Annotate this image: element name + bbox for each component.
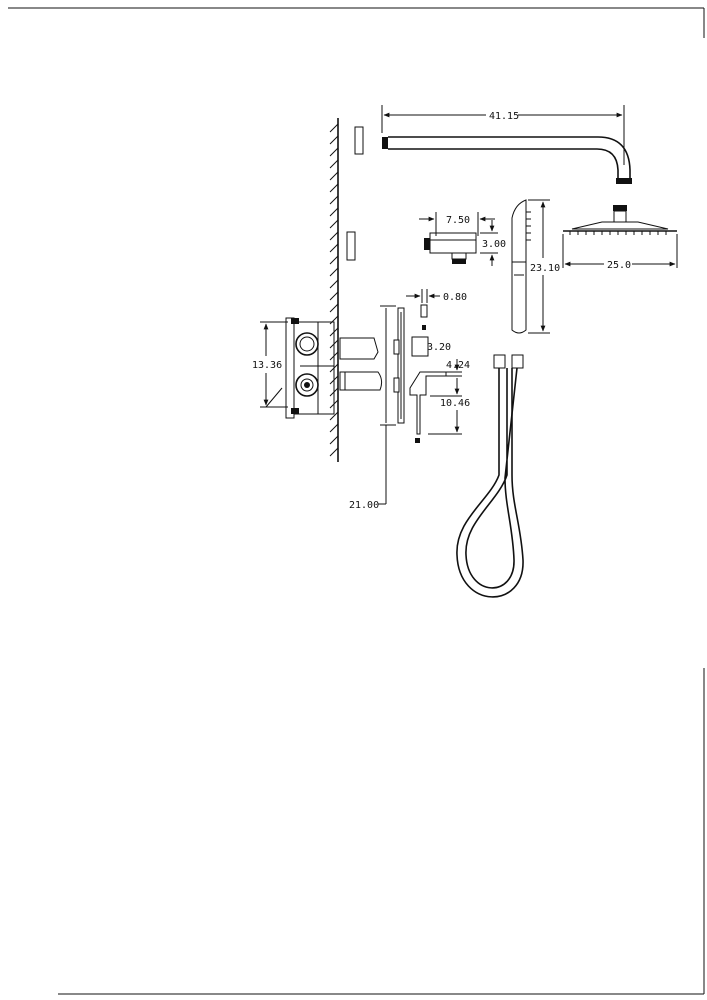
wall-hatch-line (329, 279, 339, 289)
wall-hatch-line (329, 267, 339, 277)
wall-hatch-line (329, 135, 339, 145)
trim-sleeves (339, 337, 383, 391)
wall-hatch-line (329, 207, 339, 217)
arm-length-label: 41.15 (489, 111, 519, 122)
wall-hatch-line (329, 291, 339, 301)
handle-width-label: 3.20 (427, 342, 451, 353)
plate-thickness-label: 0.80 (443, 292, 467, 303)
wall-hatch-line (329, 231, 339, 241)
valve-height-label: 13.36 (252, 360, 282, 371)
handle-square: 3.20 (411, 336, 451, 357)
wall-hatch-line (329, 423, 339, 433)
arm-length-dimension: 41.15 (381, 105, 625, 165)
outlet-height-label: 3.00 (482, 239, 506, 250)
wall-hatch-line (329, 219, 339, 229)
wall-hatch-line (329, 195, 339, 205)
hand-shower (511, 199, 531, 334)
shower-arm (382, 136, 632, 184)
wall-hatch-line (329, 183, 339, 193)
wall-hatch-line (329, 303, 339, 313)
outlet-width-label: 7.50 (446, 215, 470, 226)
wall-hatch-line (329, 171, 339, 181)
hand-shower-length-label: 23.10 (530, 263, 560, 274)
wall-hatch-line (329, 147, 339, 157)
handle-depth-label: 4.24 (446, 360, 470, 371)
wall-hatch-line (329, 315, 339, 325)
wall-hatch-line (329, 435, 339, 445)
wall-hatch-line (329, 159, 339, 169)
diverter-valve-body (285, 317, 335, 419)
wall-hatch-line (329, 411, 339, 421)
wall-hatch-line (329, 447, 339, 457)
shower-head-width-label: 25.0 (607, 260, 631, 271)
wall-hatch-line (329, 243, 339, 253)
valve-height-dimension: 13.36 (252, 321, 288, 408)
shower-head-width-dimension: 25.0 (562, 234, 678, 271)
sheet-frame (8, 7, 705, 995)
wall-hatch-line (329, 123, 339, 133)
plate-height-label: 21.00 (349, 500, 379, 511)
handle-height-label: 10.46 (440, 398, 470, 409)
outlet-wall-flange (346, 231, 356, 261)
hand-shower-length-dimension: 23.10 (528, 199, 560, 334)
plate-height-dimension: 21.00 (349, 305, 396, 511)
cover-plate (393, 307, 405, 424)
wall-hatch-line (329, 255, 339, 265)
wall-outlet-elbow (424, 232, 477, 264)
flexible-hose (456, 354, 524, 598)
rain-shower-head (563, 205, 677, 235)
arm-wall-flange (354, 126, 364, 155)
plate-thickness-detail: 0.80 (406, 289, 467, 330)
outlet-dimensions: 7.50 3.00 (419, 212, 506, 266)
handle-dimensions: 4.24 10.46 (428, 359, 470, 435)
